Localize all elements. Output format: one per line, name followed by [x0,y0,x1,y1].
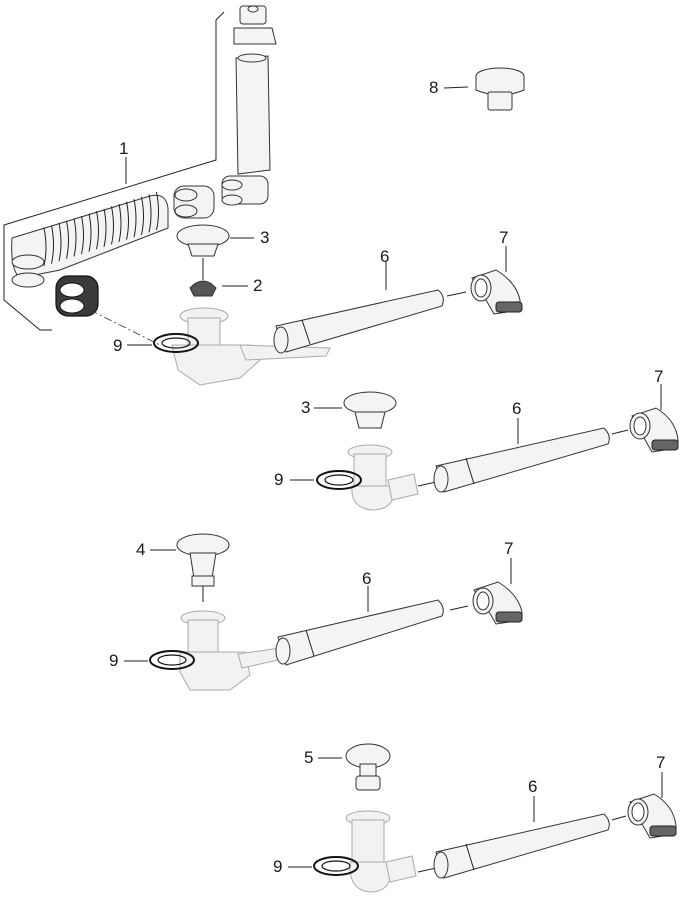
coupler-small [173,185,215,219]
hose-rib [81,215,84,255]
hose-rib [73,218,77,257]
callout-8: 8 [429,78,439,97]
plug-5 [345,743,391,791]
elbow-7-a [470,269,523,315]
leader-8 [443,86,469,89]
callout-6-d: 6 [528,777,538,796]
drain-body-b [347,444,419,511]
seal-9-d [313,856,359,876]
elbow-7-c [472,581,523,625]
pipe-6-b [433,427,610,493]
hose-rib [51,225,54,264]
callout-6-c: 6 [362,569,372,588]
hose-rib [58,223,62,262]
cap-3-a [176,224,230,257]
callout-9-d: 9 [273,857,283,876]
riser-assembly [221,5,277,206]
seal-9-b [316,470,362,490]
corrugated-hose [11,191,169,288]
pipe-6-a [273,289,444,354]
callout-9-a: 9 [113,336,123,355]
cap-3-b [343,391,397,429]
drain-body-d [345,810,417,893]
connector-line-d2 [611,815,627,821]
group-d [288,743,677,893]
drain-body-c [179,610,281,691]
callout-4: 4 [136,540,146,559]
hose-rib [66,220,69,259]
hose-rib [118,203,122,243]
coupler-dark [55,275,99,317]
callout-3-a: 3 [260,228,270,247]
hose-rib [88,213,92,252]
pipe-6-d [433,813,610,879]
callout-3-b: 3 [301,398,311,417]
button-8 [475,67,525,111]
callout-7-c: 7 [504,539,514,558]
connector-line-c [449,605,469,611]
bracket-line-1 [3,11,225,331]
hose-rib [96,211,99,250]
group-a [3,5,525,386]
hose-rib [103,208,107,247]
callout-9-c: 9 [109,651,119,670]
callout-5: 5 [304,748,314,767]
valve-insert-2 [189,258,217,297]
plug-4 [176,533,230,602]
seal-9-a [153,333,199,353]
callout-7-b: 7 [654,367,664,386]
callout-6-b: 6 [512,399,522,418]
callout-1: 1 [119,139,129,158]
hose-rib [141,196,144,235]
hose-rib [111,206,114,245]
hose-rib [148,194,152,233]
connector-line-b1 [417,481,437,487]
pipe-6-c [275,599,444,666]
seal-9-c [149,650,195,670]
elbow-7-d [627,793,677,839]
connector-line-d1 [417,867,437,873]
elbow-7-b [629,407,679,453]
callout-2: 2 [253,276,263,295]
assembly-axis [89,309,161,346]
connector-line-a [446,291,467,297]
drain-body-a [171,307,331,386]
callout-6-a: 6 [380,247,390,266]
group-b [290,384,679,511]
connector-line-b2 [611,429,629,435]
hose-rib [126,201,129,240]
callout-7-d: 7 [656,753,666,772]
hose-rib [43,227,47,267]
hose-rib [133,199,137,238]
hose-rib [156,191,159,231]
group-c [124,533,523,691]
callout-9-b: 9 [274,470,284,489]
callout-7-a: 7 [499,228,509,247]
